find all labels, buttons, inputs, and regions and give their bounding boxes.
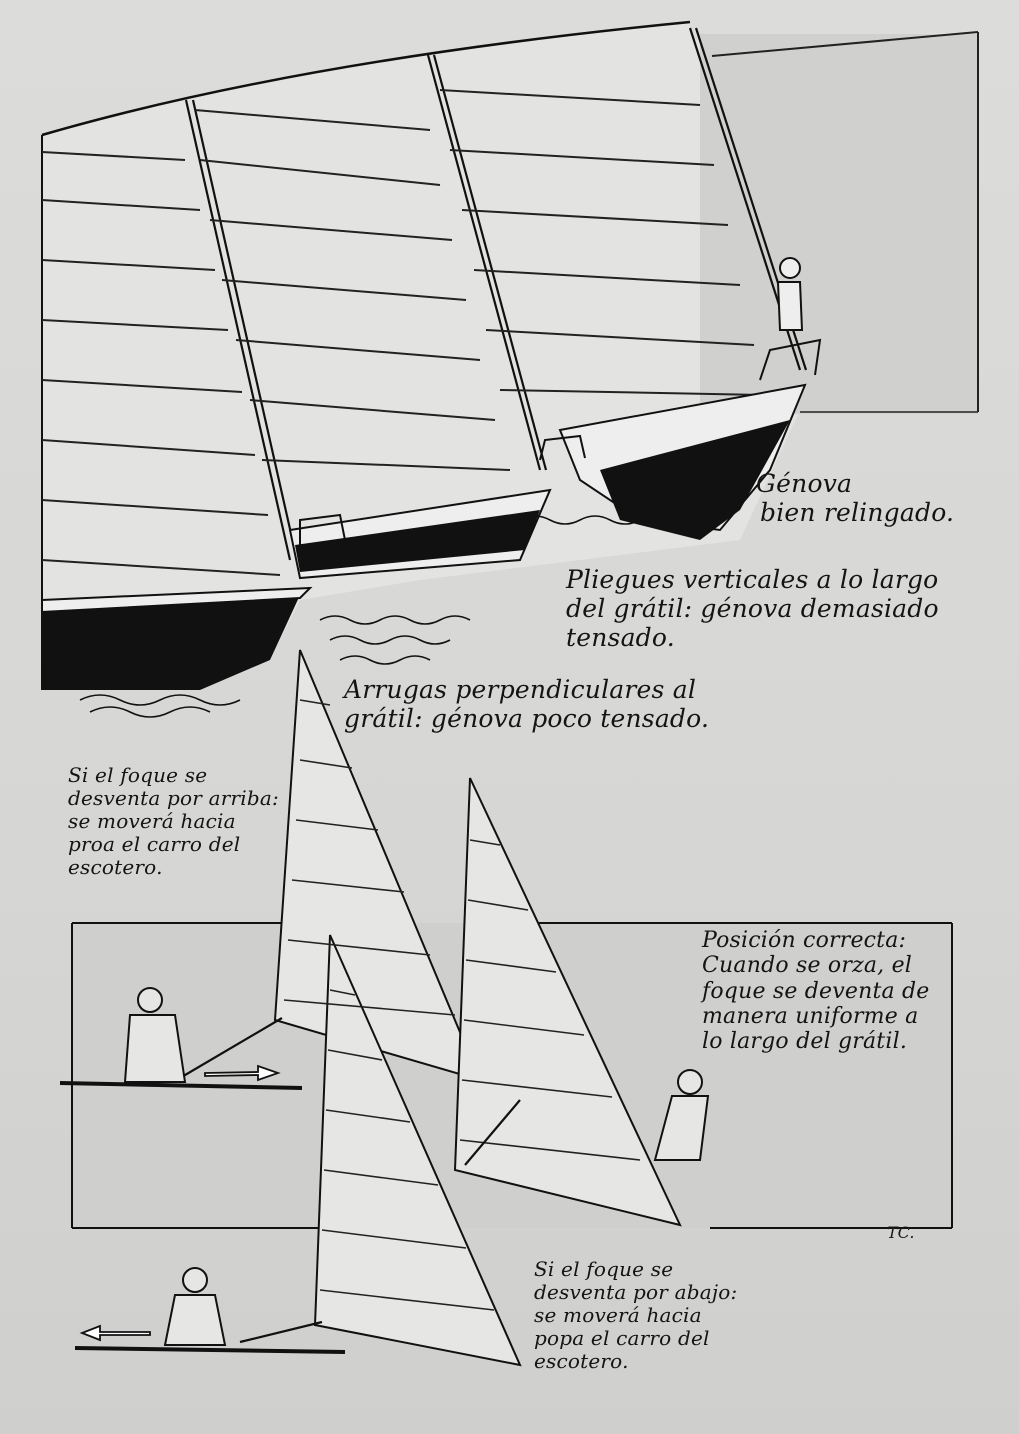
caption-pliegues-verticales: Pliegues verticales a lo largo del gráti… (566, 565, 939, 652)
caption-line: bien relingado. (760, 497, 955, 527)
caption-genova-bien-relingado: Génova bien relingado. (756, 469, 955, 528)
caption-line: foque se deventa de (702, 978, 930, 1004)
caption-arrugas-perpendiculares: Arrugas perpendiculares al grátil: génov… (344, 675, 710, 734)
arrow-right-icon (204, 1064, 281, 1082)
arrow-left-icon (79, 1324, 151, 1342)
caption-line: lo largo del grátil. (702, 1029, 908, 1055)
caption-line: escotero. (534, 1349, 629, 1373)
caption-line: se moverá hacia (534, 1303, 702, 1327)
jib-sheets (179, 1017, 521, 1344)
artist-signature: TC. (887, 1223, 915, 1242)
caption-line: Si el foque se (68, 763, 208, 787)
caption-line: Pliegues verticales a lo largo (566, 565, 939, 594)
caption-desventa-abajo: Si el foque se desventa por abajo: se mo… (534, 1258, 737, 1373)
caption-line: Arrugas perpendiculares al (344, 675, 697, 704)
crew-figures-bottom (123, 987, 710, 1346)
caption-line: se moverá hacia (68, 809, 236, 833)
caption-line: escotero. (68, 855, 163, 879)
jib-sail-seams (283, 699, 641, 1311)
caption-line: grátil: génova poco tensado. (344, 703, 710, 733)
boat-hulls (41, 338, 822, 690)
crew-figure-bow (776, 257, 804, 331)
caption-desventa-arriba: Si el foque se desventa por arriba: se m… (68, 764, 279, 879)
caption-line: Cuando se orza, el (702, 953, 913, 979)
caption-line: manera uniforme a (702, 1003, 919, 1029)
caption-line: desventa por arriba: (68, 786, 279, 810)
caption-line: Posición correcta: (702, 928, 907, 953)
waves-top (79, 515, 641, 718)
caption-posicion-correcta: Posición correcta: Cuando se orza, el fo… (702, 928, 930, 1054)
caption-line: tensado. (566, 622, 675, 652)
caption-line: proa el carro del (68, 832, 241, 856)
caption-line: Si el foque se (534, 1257, 674, 1281)
caption-line: del grátil: génova demasiado (566, 593, 939, 623)
jib-sails (273, 649, 682, 1367)
caption-line: Génova (756, 469, 853, 498)
caption-line: desventa por abajo: (534, 1280, 738, 1304)
sail-seams-top (41, 89, 767, 576)
caption-line: popa el carro del (534, 1326, 710, 1350)
